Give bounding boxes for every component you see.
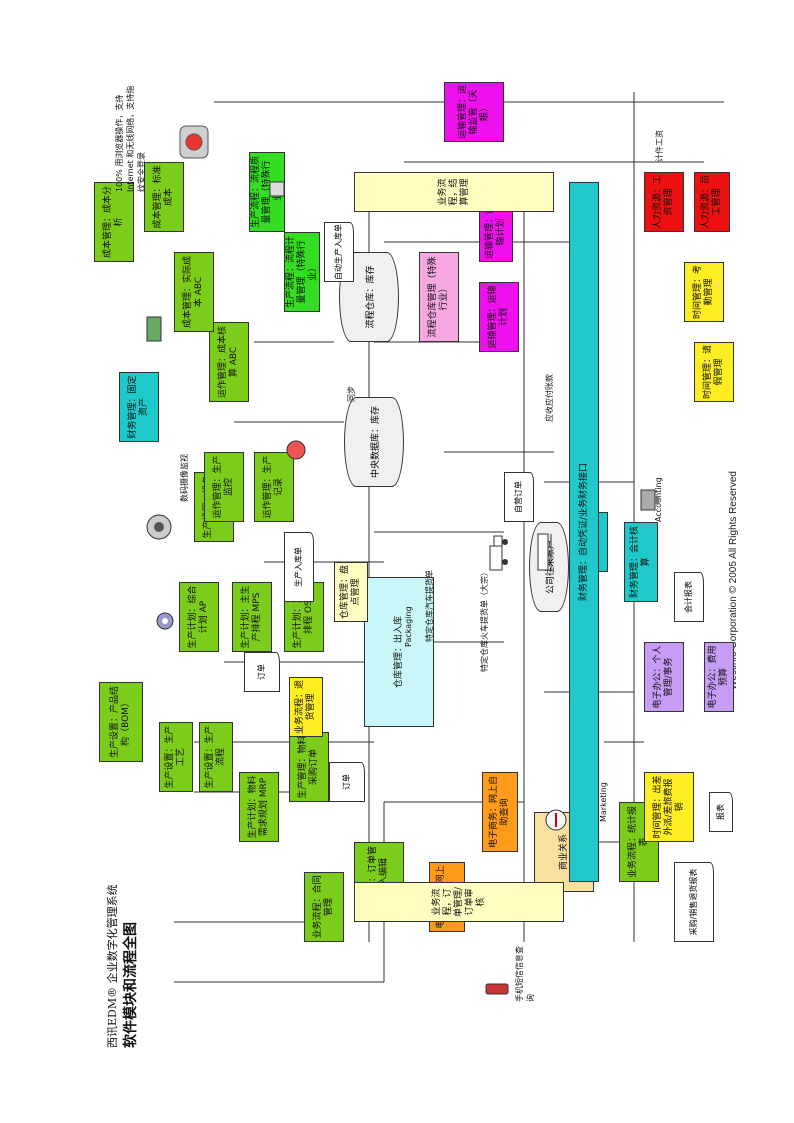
- process-flow-module[interactable]: 生产设置：生产流程: [199, 722, 233, 792]
- browser-note: 100% 用浏览器操作，支持 Internet 和无线网络，支持指纹安全登录: [115, 85, 146, 192]
- process-diagram: 生产设置：产品结构（BOM） 生产设置：生产工艺 生产设置：生产流程 生产计划：…: [84, 82, 734, 1042]
- inventory-ctl-module[interactable]: 仓库管理：盘点管理: [334, 562, 368, 622]
- actual-cost-module[interactable]: 成本管理：实际成本 ABC: [174, 252, 214, 332]
- bottom-flow-bar[interactable]: 业务流程，订单管理/订单审核: [354, 882, 564, 922]
- packaging-label: Packaging: [404, 606, 413, 647]
- ecom-inquiry-module[interactable]: 电子商务：网上自助查询: [482, 772, 518, 852]
- auto-in-doc: 自动生产入库单: [324, 222, 354, 282]
- product-structure-module[interactable]: 生产设置：产品结构（BOM）: [99, 682, 143, 762]
- gear-icon: [156, 612, 174, 630]
- office-personal-module[interactable]: 电子办公：个人管理/事务: [644, 642, 684, 712]
- return-mgmt-module[interactable]: 业务流程：退货管理: [289, 677, 323, 737]
- top-flow-bar[interactable]: 业务流程，结算管理: [354, 172, 554, 212]
- truck-icon: [489, 535, 508, 571]
- record-icon: [286, 440, 306, 460]
- truck-bill-label: 特定仓库汽车提货单: [425, 570, 434, 642]
- fin-accounting-module[interactable]: 财务管理：会计核算: [624, 522, 658, 602]
- op-record-module[interactable]: 运作管理：生产记录: [254, 452, 294, 522]
- purchase-module[interactable]: 生产管理：物料采购订单: [289, 732, 329, 802]
- time-attend-module[interactable]: 时间管理：考勤管理: [684, 262, 724, 322]
- time-travel-module[interactable]: 时间管理：出差外派/差旅费报销: [644, 772, 694, 842]
- contract-module[interactable]: 业务流程：合同管理: [304, 872, 344, 942]
- std-cost-module[interactable]: 成本管理：标准成本: [144, 162, 184, 232]
- op-monitor-module[interactable]: 运作管理：生产监控: [204, 452, 244, 522]
- fingerprint-icon: [179, 125, 209, 159]
- mobile-label: 手机短信信息查询: [515, 946, 535, 1002]
- acct-report-doc: 会计报表: [674, 572, 704, 622]
- mps-module[interactable]: 生产计划：主生产排程 MPS: [232, 582, 272, 652]
- handshake-icon: [545, 809, 567, 831]
- sales-order-doc: 自营订单: [504, 472, 534, 522]
- camera-icon: [146, 514, 172, 540]
- order-doc: 订单: [244, 652, 280, 692]
- op-cost-abc-module[interactable]: 运作管理：成本核算 ABC: [209, 322, 249, 402]
- train-bill-label: 特定仓库火车提货单（大宗）: [480, 568, 489, 672]
- transport-track-module[interactable]: 运输管理：运输监管（天眼）: [444, 82, 504, 142]
- robot-icon: [269, 181, 285, 197]
- process-tech-module[interactable]: 生产设置：生产工艺: [159, 722, 193, 792]
- order-doc-2: 订单: [329, 762, 365, 802]
- fin-auto-bar[interactable]: 财务管理：自动凭证/业务财务接口: [569, 182, 599, 882]
- hr-salary-module[interactable]: 人力资源：工资管理: [644, 172, 684, 232]
- mobile-phone-icon: [485, 983, 509, 995]
- piece-wage-label: 计件工资: [655, 130, 664, 162]
- report-doc: 报表: [709, 792, 733, 832]
- prod-in-doc: 生产入库单: [284, 532, 314, 602]
- hr-staff-module[interactable]: 人力资源：员工管理: [694, 172, 730, 232]
- pkg-flow-module[interactable]: 生产流程：流程计量管理（特殊行业）: [284, 232, 320, 312]
- time-leave-module[interactable]: 时间管理：请假管理: [694, 342, 734, 402]
- master-plan-module[interactable]: 生产计划：综合计划 AP: [179, 582, 219, 652]
- fixed-assets-module[interactable]: 财务管理：固定资产: [119, 372, 159, 442]
- cost-analysis-module[interactable]: 成本管理：成本分析: [94, 182, 134, 262]
- mrp-module[interactable]: 生产计划：物料需求规划 MRP: [239, 772, 279, 842]
- marketing-label: Marketing: [599, 782, 608, 822]
- train-icon: [537, 533, 552, 571]
- special-warehouse-module[interactable]: 流程仓库管理（特殊行业）: [419, 252, 459, 342]
- abc-icon: [146, 316, 162, 342]
- office-budget-module[interactable]: 电子办公：费用预算: [704, 642, 734, 712]
- central-db: 中央数据库：库存: [344, 397, 404, 487]
- sales-report-doc: 采购/销售退货报表: [674, 862, 714, 942]
- computer-icon: [640, 489, 659, 511]
- sync-label: 同步: [347, 386, 356, 402]
- transport-plan-module[interactable]: 运输管理：运输计划: [479, 282, 519, 352]
- ar-ap-label: 应收应付账款: [545, 374, 554, 422]
- barcode-label: 数码摄像监视: [180, 454, 189, 502]
